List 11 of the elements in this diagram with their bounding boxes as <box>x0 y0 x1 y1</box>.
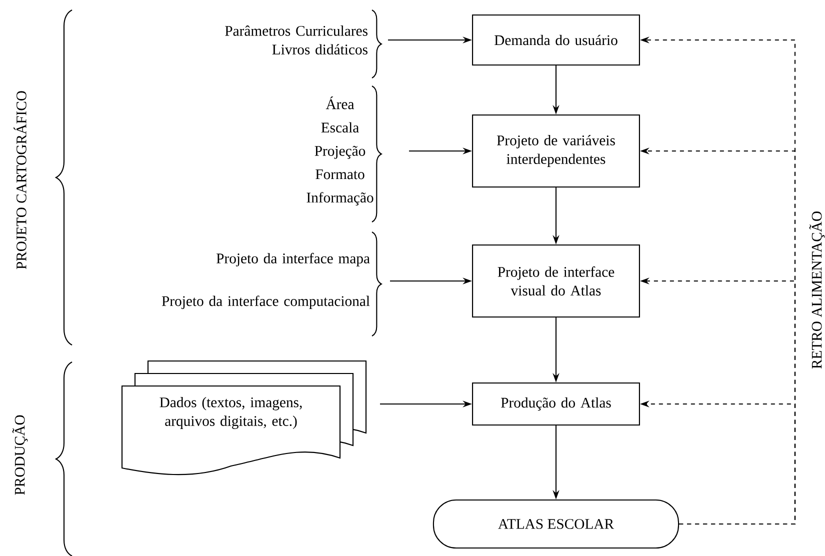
section-label: RETRO ALIMENTAÇÃO <box>809 212 825 369</box>
process-box: Projeto de interface visual do Atlas <box>472 244 640 318</box>
section-label: PROJETO CARTOGRÁFICO <box>14 91 26 270</box>
process-box: Projeto de variáveis interdependentes <box>472 114 640 188</box>
source-text: Projeto da interface mapa Projeto da interface computacional <box>162 252 370 310</box>
section-label: PRODUÇÃO <box>12 415 28 495</box>
document-stack: Dados (textos, imagens, arquivos digitais, etc.) <box>121 360 367 476</box>
process-box: Demanda do usuário <box>472 14 640 66</box>
process-box: Produção do Atlas <box>472 382 640 426</box>
source-text: Parâmetros Curriculares Livros didáticos <box>225 26 368 54</box>
parameter-list: Área Escala Projeção Formato Informação <box>306 96 374 206</box>
